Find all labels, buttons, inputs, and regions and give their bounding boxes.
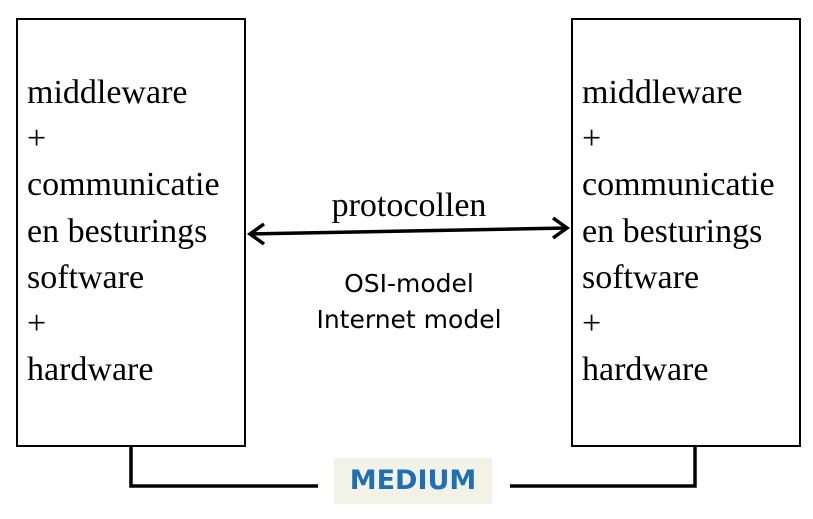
layer-hardware: hardware bbox=[27, 351, 154, 389]
layer-control: en besturings bbox=[582, 212, 763, 250]
layer-communication: communicatie bbox=[27, 166, 220, 204]
layer-plus: + bbox=[27, 304, 47, 342]
layer-middleware: middleware bbox=[27, 74, 188, 111]
layer-communication: communicatie bbox=[582, 166, 775, 204]
left-node-stack: middleware + communicatie en besturings … bbox=[16, 18, 246, 447]
layer-software: software bbox=[27, 258, 145, 296]
protocol-arrowhead-left bbox=[246, 222, 266, 246]
medium-label: MEDIUM bbox=[334, 458, 492, 504]
medium-cable-left bbox=[129, 447, 318, 488]
layer-software: software bbox=[582, 258, 700, 296]
layer-plus: + bbox=[582, 304, 602, 342]
layer-middleware: middleware bbox=[582, 74, 743, 111]
osi-model-label: OSI-model bbox=[344, 269, 474, 298]
layer-plus: + bbox=[582, 120, 602, 158]
layer-plus: + bbox=[27, 120, 47, 158]
medium-cable-right bbox=[510, 447, 697, 488]
layer-control: en besturings bbox=[27, 212, 208, 250]
protocol-arrowhead-right bbox=[551, 216, 571, 240]
protocol-label: protocollen bbox=[331, 187, 487, 224]
right-node-stack: middleware + communicatie en besturings … bbox=[571, 18, 801, 447]
protocol-arrow-shaft bbox=[249, 226, 568, 236]
layer-hardware: hardware bbox=[582, 351, 709, 389]
internet-model-label: Internet model bbox=[316, 305, 502, 334]
